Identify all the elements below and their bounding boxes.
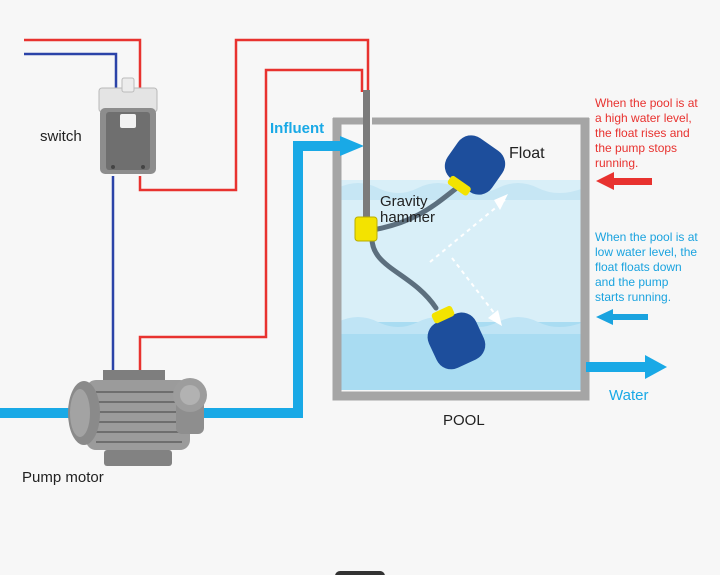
motion-arrow-down-head: [488, 310, 502, 326]
influent-pipe: [200, 141, 345, 418]
svg-text:starts running.: starts running.: [595, 290, 671, 304]
svg-text:running.: running.: [595, 156, 638, 170]
water-label: Water: [609, 387, 648, 404]
influent-label: Influent: [270, 120, 324, 137]
float-cables: [369, 181, 465, 311]
gravity-hammer-icon[interactable]: [354, 216, 378, 242]
high-level-arrow: [596, 172, 652, 190]
pump-motor-label: Pump motor: [22, 469, 104, 486]
tank-walls: [332, 118, 590, 401]
svg-text:When the pool is at: When the pool is at: [595, 96, 698, 110]
gravity-hammer-rod: [363, 90, 370, 220]
low-level-note: When the pool is at low water level, the…: [595, 230, 698, 304]
float-icon[interactable]: [435, 129, 511, 206]
pool-label: POOL: [443, 412, 485, 429]
svg-text:the float rises and: the float rises and: [595, 126, 690, 140]
red-wire-hammer-to-pump: [138, 68, 364, 372]
motion-arrow-up-head: [494, 194, 508, 210]
svg-text:a high water level,: a high water level,: [595, 111, 692, 125]
pump-motor-icon[interactable]: [68, 370, 207, 466]
gravity-hammer-label-line1: Gravity: [380, 193, 428, 210]
float-label: Float: [509, 145, 545, 162]
float-low-icon[interactable]: [418, 298, 490, 374]
float-motion-arrows: [429, 199, 506, 319]
outlet-pipe: [586, 355, 667, 379]
influent-arrow-head: [340, 136, 364, 156]
red-wire-switch-to-hammer: [138, 38, 370, 192]
red-wire-supply: [24, 38, 142, 90]
svg-text:When the pool is at: When the pool is at: [595, 230, 698, 244]
water-pipes: [0, 141, 345, 418]
svg-text:float floats down: float floats down: [595, 260, 682, 274]
low-level-arrow: [596, 309, 648, 325]
switch-icon[interactable]: [98, 77, 158, 174]
blue-wire-supply: [24, 52, 118, 90]
high-level-note: When the pool is at a high water level, …: [595, 96, 698, 170]
svg-text:the pump stops: the pump stops: [595, 141, 677, 155]
wires: [24, 38, 370, 372]
svg-text:low water level, the: low water level, the: [595, 245, 697, 259]
bottom-handle: [335, 571, 385, 575]
svg-text:and the pump: and the pump: [595, 275, 669, 289]
switch-label: switch: [40, 128, 82, 145]
gravity-hammer-label-line2: hammer: [380, 209, 435, 226]
